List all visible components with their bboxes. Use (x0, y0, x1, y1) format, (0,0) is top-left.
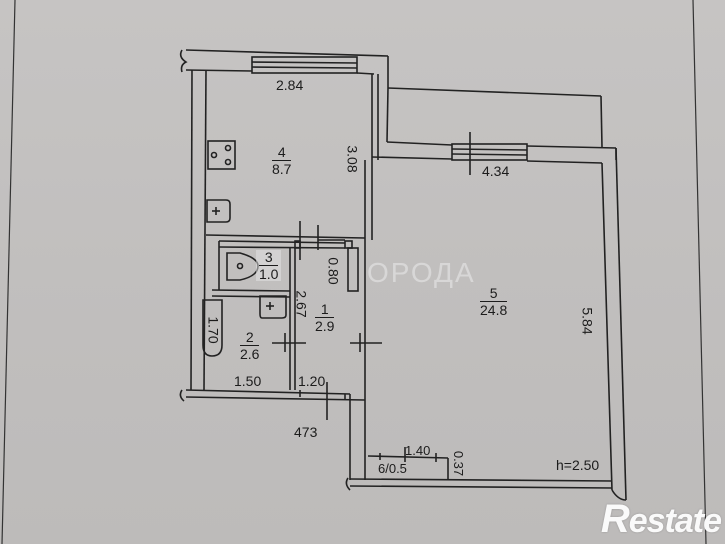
dim-hall-depth: 2.67 (293, 290, 310, 318)
room-number: 1 (315, 302, 335, 318)
logo-initial: R (600, 497, 630, 541)
room-number: 5 (480, 286, 508, 302)
room-number: 4 (272, 145, 292, 161)
dim-bath-length: 1.70 (205, 316, 222, 344)
dim-hall-width: 1.20 (298, 373, 326, 389)
dim-toilet-width: 0.80 (325, 257, 342, 285)
room-number: 2 (240, 330, 260, 346)
room-number: 3 (259, 250, 279, 266)
dim-room5-depth: 5.84 (579, 307, 596, 335)
room-area: 1.0 (259, 266, 279, 282)
dim-room5-width: 4.34 (482, 163, 510, 179)
room-5-living: 5 24.8 (480, 286, 508, 318)
dim-kitchen-depth: 3.08 (344, 145, 361, 173)
room-area: 2.6 (240, 346, 260, 362)
room-1-hallway: 1 2.9 (315, 302, 335, 334)
room-3-toilet: 3 1.0 (256, 250, 282, 282)
restate-logo: Restate (600, 497, 722, 542)
dim-bath-width: 1.50 (234, 373, 262, 389)
room-area: 24.8 (480, 302, 508, 318)
dim-closet-depth: 0.37 (451, 450, 467, 477)
room-2-bathroom: 2 2.6 (240, 330, 260, 362)
ceiling-height: h=2.50 (556, 457, 600, 473)
watermark-text: ОРОДА (367, 257, 476, 288)
room-4-kitchen: 4 8.7 (272, 145, 292, 177)
dim-kitchen-width: 2.84 (276, 77, 304, 93)
dim-closet-width: 1.40 (405, 443, 431, 458)
room-area: 8.7 (272, 161, 292, 177)
room-area: 2.9 (315, 318, 335, 334)
logo-rest: estate (628, 502, 722, 540)
room-6-label: 6/0.5 (378, 461, 407, 476)
dim-misc-mark: 473 (294, 424, 318, 440)
